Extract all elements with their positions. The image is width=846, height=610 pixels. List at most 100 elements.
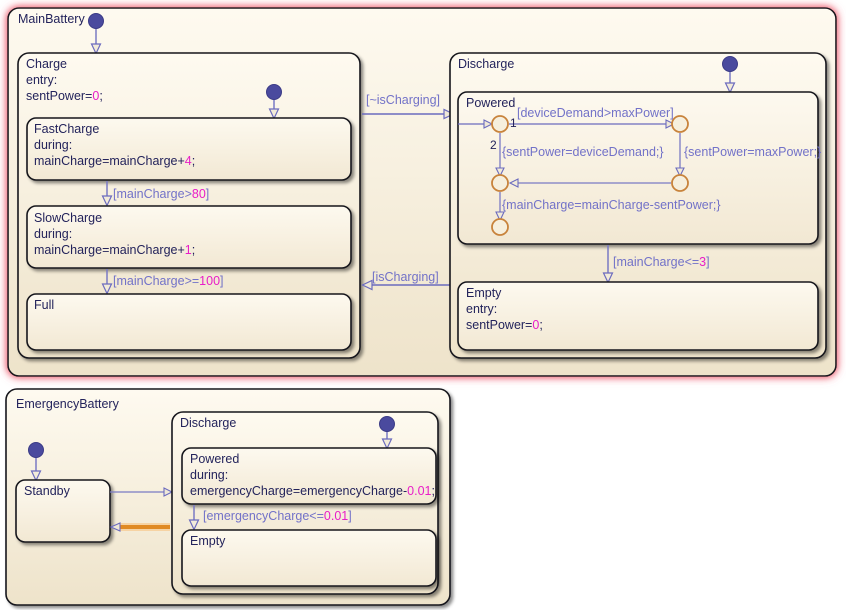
state-label-standby: Standby (24, 484, 70, 498)
transition-label-main-le-3: [mainCharge<=3] (613, 255, 710, 269)
default-transition-powered[interactable] (722, 56, 738, 94)
state-label-charge: Charge (26, 57, 67, 71)
transition-label-slow-full: [mainCharge>=100] (113, 274, 224, 288)
state-label-discharge-emergency: Discharge (180, 416, 237, 430)
junction-3[interactable] (491, 174, 509, 192)
junction-network[interactable] (458, 115, 689, 236)
default-transition-fastcharge[interactable] (266, 84, 282, 120)
slowcharge-during-keyword: during: (34, 227, 73, 241)
empty-entry-keyword: entry: (466, 302, 498, 316)
slowcharge-action: mainCharge=mainCharge+1; (34, 242, 195, 258)
t-main-le3-suffix: ] (706, 255, 710, 269)
chart-title-emergencybattery: EmergencyBattery (16, 397, 119, 411)
default-transition-dot (266, 84, 282, 100)
t-slow-full-prefix: [mainCharge>= (113, 274, 200, 288)
chart-emergencybattery[interactable] (5, 388, 451, 606)
charge-entry-literal: 0 (92, 89, 100, 103)
e-powered-literal: 0.01 (407, 484, 432, 498)
transition-discharge-charge[interactable] (361, 279, 453, 291)
charge-entry-prefix: sentPower= (26, 89, 93, 103)
arrowhead-icon (483, 119, 494, 129)
state-label-empty-main: Empty (466, 286, 502, 300)
t-fast-slow-prefix: [mainCharge> (113, 187, 192, 201)
action-label-sent-device-demand: {sentPower=deviceDemand;} (502, 145, 664, 159)
transition-powered-empty-emergency[interactable] (188, 505, 200, 531)
transition-powered-empty[interactable] (602, 245, 614, 284)
empty-entry-literal: 0 (532, 318, 540, 332)
fastcharge-during-keyword: during: (34, 138, 73, 152)
junction-2[interactable] (671, 115, 689, 133)
transition-label-is-charging: [isCharging] (372, 270, 439, 284)
fastcharge-action: mainCharge=mainCharge+4; (34, 153, 195, 169)
emergency-powered-during-keyword: during: (190, 468, 229, 482)
arrowhead-icon (268, 108, 280, 120)
arrowhead-icon (101, 195, 113, 207)
chart-mainbattery[interactable] (7, 7, 837, 377)
t-slow-full-suffix: ] (220, 274, 224, 288)
default-transition-dot (722, 56, 738, 72)
transition-label-device-demand: [deviceDemand>maxPower] (517, 106, 674, 120)
t-fast-slow-literal: 80 (191, 187, 206, 201)
state-powered-emergency[interactable] (181, 447, 437, 505)
transition-discharge-standby-highlighted[interactable] (109, 522, 170, 532)
state-empty-main[interactable] (457, 281, 819, 351)
state-slowcharge[interactable] (26, 205, 352, 269)
transition-standby-discharge[interactable] (110, 487, 174, 497)
arrowhead-icon (30, 470, 42, 482)
action-label-sent-max-power: {sentPower=maxPower;} (684, 145, 822, 159)
arrowhead-icon (109, 522, 121, 532)
fastcharge-suffix: ; (191, 154, 196, 168)
charge-entry-suffix: ; (99, 89, 103, 103)
junction-5[interactable] (491, 218, 509, 236)
state-full[interactable] (26, 293, 352, 351)
arrowhead-icon (495, 211, 505, 222)
action-label-main-charge-minus: {mainCharge=mainCharge-sentPower;} (502, 198, 721, 212)
arrowhead-icon (361, 279, 373, 291)
junction-4[interactable] (671, 174, 689, 192)
arrowhead-icon (508, 178, 519, 188)
arrowhead-icon (443, 108, 455, 120)
default-transition-dot (28, 442, 44, 458)
fastcharge-literal: 4 (184, 154, 192, 168)
t-main-le3-literal: 3 (699, 255, 707, 269)
empty-entry-action: sentPower=0; (466, 317, 543, 333)
t-emerg-suffix: ] (348, 509, 352, 523)
arrowhead-icon (163, 487, 174, 497)
transition-label-fast-slow: [mainCharge>80] (113, 187, 209, 201)
state-label-powered: Powered (466, 96, 516, 110)
emergency-powered-action: emergencyCharge=emergencyCharge-0.01; (190, 483, 435, 499)
chart-title-mainbattery: MainBattery (18, 12, 85, 26)
arrowhead-icon (724, 82, 736, 94)
transition-label-emergency-charge: [emergencyCharge<=0.01] (203, 509, 352, 523)
transition-label-not-charging: [~isCharging] (366, 93, 440, 107)
empty-entry-prefix: sentPower= (466, 318, 533, 332)
junction-1[interactable] (491, 115, 509, 133)
e-powered-suffix: ; (431, 484, 435, 498)
state-empty-emergency[interactable] (181, 529, 437, 587)
junction-order-1: 1 (510, 116, 517, 130)
state-label-discharge: Discharge (458, 57, 515, 71)
state-fastcharge[interactable] (26, 117, 352, 181)
arrowhead-icon (90, 43, 102, 55)
transition-charge-discharge[interactable] (362, 108, 455, 120)
arrowhead-icon (101, 283, 113, 295)
slowcharge-prefix: mainCharge=mainCharge+ (34, 243, 185, 257)
default-transition-charge[interactable] (88, 13, 104, 55)
transition-fastcharge-slowcharge[interactable] (101, 181, 113, 207)
t-main-le3-prefix: [mainCharge<= (613, 255, 700, 269)
empty-entry-suffix: ; (539, 318, 543, 332)
state-standby[interactable] (15, 479, 111, 543)
charge-entry-keyword: entry: (26, 73, 58, 87)
arrowhead-icon (675, 167, 685, 178)
slowcharge-suffix: ; (191, 243, 196, 257)
default-transition-standby[interactable] (28, 442, 44, 482)
slowcharge-literal: 1 (184, 243, 192, 257)
arrowhead-icon (665, 119, 676, 129)
arrowhead-icon (495, 167, 505, 178)
default-transition-dot (88, 13, 104, 29)
fastcharge-prefix: mainCharge=mainCharge+ (34, 154, 185, 168)
state-powered[interactable] (457, 91, 819, 245)
transition-slowcharge-full[interactable] (101, 269, 113, 295)
default-transition-powered-emergency[interactable] (379, 416, 395, 450)
